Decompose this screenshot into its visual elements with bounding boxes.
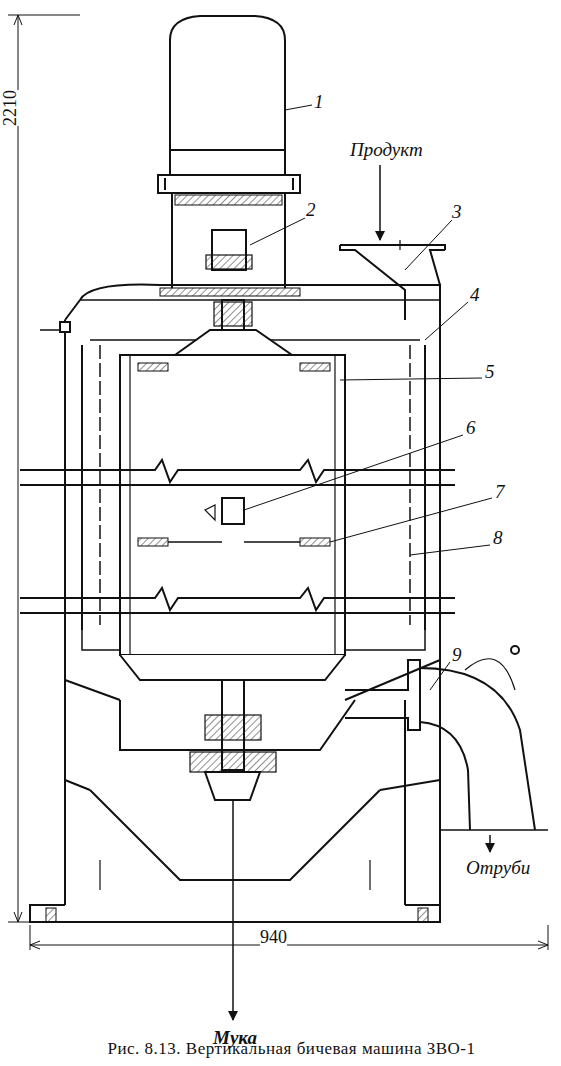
callout-number: 7 (495, 482, 505, 501)
callout-number: 8 (493, 528, 503, 547)
dimension: 2210 (1, 90, 19, 126)
callout-number: 3 (452, 202, 462, 221)
callout-number: 6 (466, 418, 476, 437)
flow-label: Отруби (466, 858, 530, 877)
callout-number: 4 (470, 285, 480, 304)
callout-number: 9 (452, 645, 462, 664)
flow-label: Продукт (350, 140, 423, 159)
callout-number: 5 (485, 362, 495, 381)
callout-number: 2 (306, 200, 316, 219)
figure-caption: Рис. 8.13. Вертикальная бичевая машина З… (107, 1040, 475, 1057)
dimension: 940 (260, 928, 287, 946)
callout-number: 1 (314, 92, 324, 111)
